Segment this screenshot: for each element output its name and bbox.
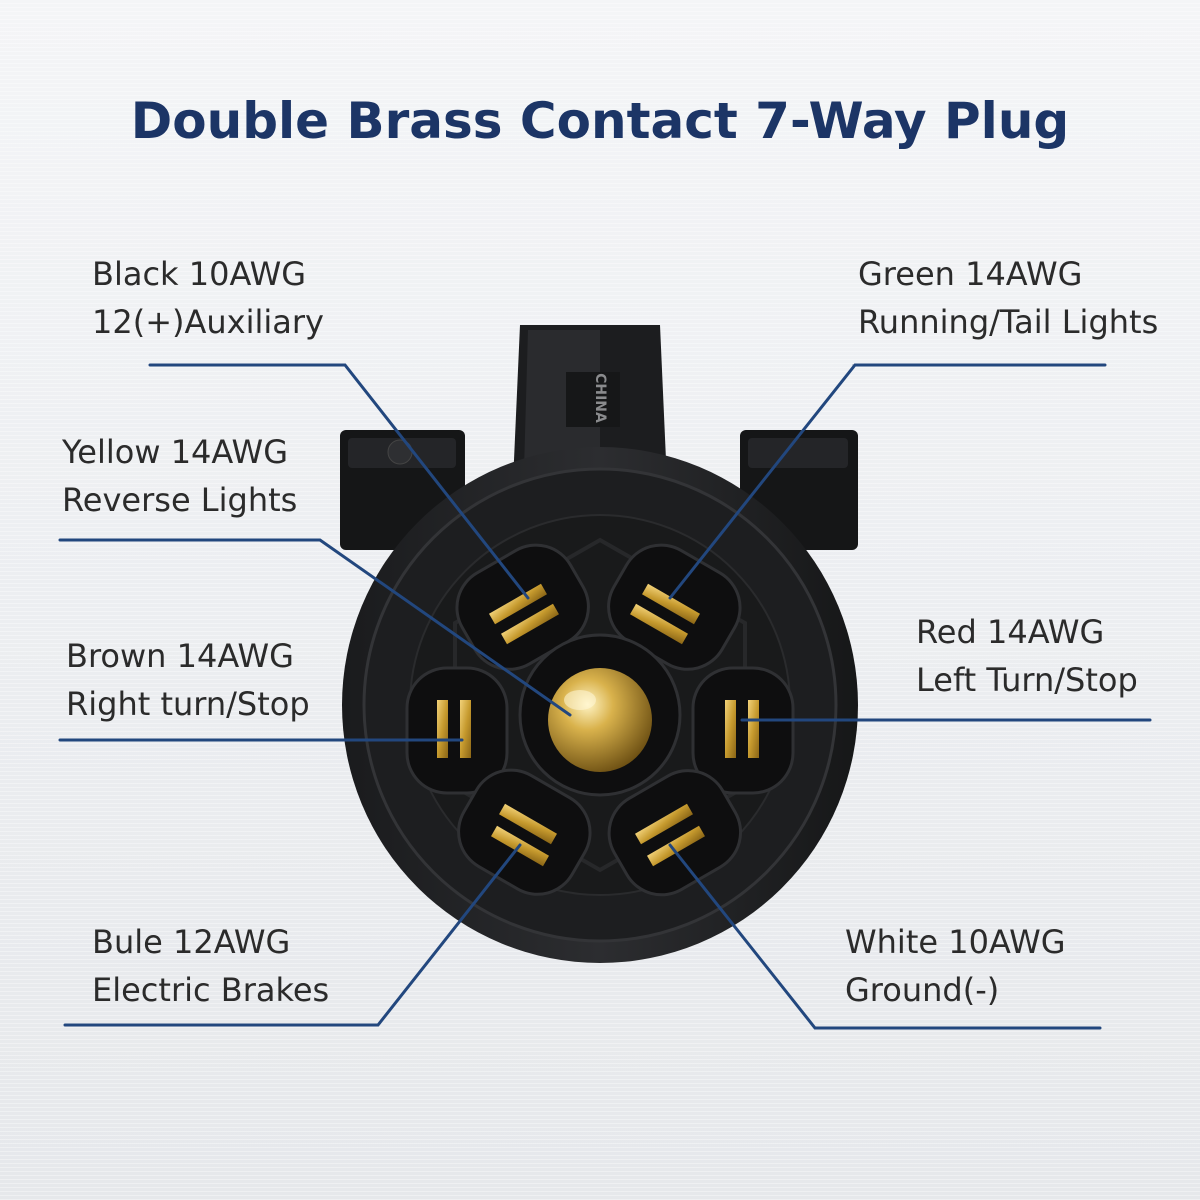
- label-green-function: Running/Tail Lights: [858, 303, 1159, 341]
- label-blue: Bule 12AWG Electric Brakes: [92, 918, 329, 1014]
- contact-green-a: [642, 583, 700, 625]
- contact-white-b: [647, 825, 705, 867]
- label-green-wire: Green 14AWG: [858, 255, 1083, 293]
- center-brass-pin: [548, 668, 652, 772]
- label-yellow: Yellow 14AWG Reverse Lights: [62, 428, 297, 524]
- leader-white: [668, 843, 1102, 1030]
- label-yellow-wire: Yellow 14AWG: [62, 433, 288, 471]
- label-red: Red 14AWG Left Turn/Stop: [916, 608, 1138, 704]
- page-title: Double Brass Contact 7-Way Plug: [130, 92, 1070, 150]
- label-black: Black 10AWG 12(+)Auxiliary: [92, 250, 324, 346]
- china-stamp: CHINA: [592, 373, 608, 423]
- label-brown: Brown 14AWG Right turn/Stop: [66, 632, 310, 728]
- socket-red: [691, 666, 795, 795]
- label-black-function: 12(+)Auxiliary: [92, 303, 324, 341]
- socket-white: [607, 769, 743, 897]
- leader-green: [668, 363, 1107, 600]
- contact-brown-a: [437, 700, 448, 758]
- contact-black-a: [489, 583, 547, 625]
- label-brown-function: Right turn/Stop: [66, 685, 310, 723]
- leader-black: [148, 363, 530, 600]
- label-white-function: Ground(-): [845, 971, 1000, 1009]
- label-blue-wire: Bule 12AWG: [92, 923, 291, 961]
- label-red-wire: Red 14AWG: [916, 613, 1105, 651]
- brass-contacts: [437, 583, 759, 867]
- label-white: White 10AWG Ground(-): [845, 918, 1066, 1014]
- contact-green-b: [630, 603, 688, 645]
- label-brown-wire: Brown 14AWG: [66, 637, 294, 675]
- leader-blue: [63, 843, 522, 1027]
- label-green: Green 14AWG Running/Tail Lights: [858, 250, 1158, 346]
- label-black-wire: Black 10AWG: [92, 255, 307, 293]
- leader-lines: [58, 363, 1152, 1030]
- contact-red-a: [725, 700, 736, 758]
- socket-brown: [405, 666, 509, 795]
- label-red-function: Left Turn/Stop: [916, 661, 1138, 699]
- contact-black-b: [501, 603, 559, 645]
- contact-blue-a: [499, 803, 557, 845]
- contact-red-b: [748, 700, 759, 758]
- contact-brown-b: [460, 700, 471, 758]
- label-blue-function: Electric Brakes: [92, 971, 330, 1009]
- label-white-wire: White 10AWG: [845, 923, 1066, 961]
- leader-yellow: [58, 538, 572, 717]
- contact-white-a: [635, 803, 693, 845]
- label-yellow-function: Reverse Lights: [62, 481, 298, 519]
- socket-blue: [457, 768, 592, 896]
- hex-ridge: [453, 537, 747, 873]
